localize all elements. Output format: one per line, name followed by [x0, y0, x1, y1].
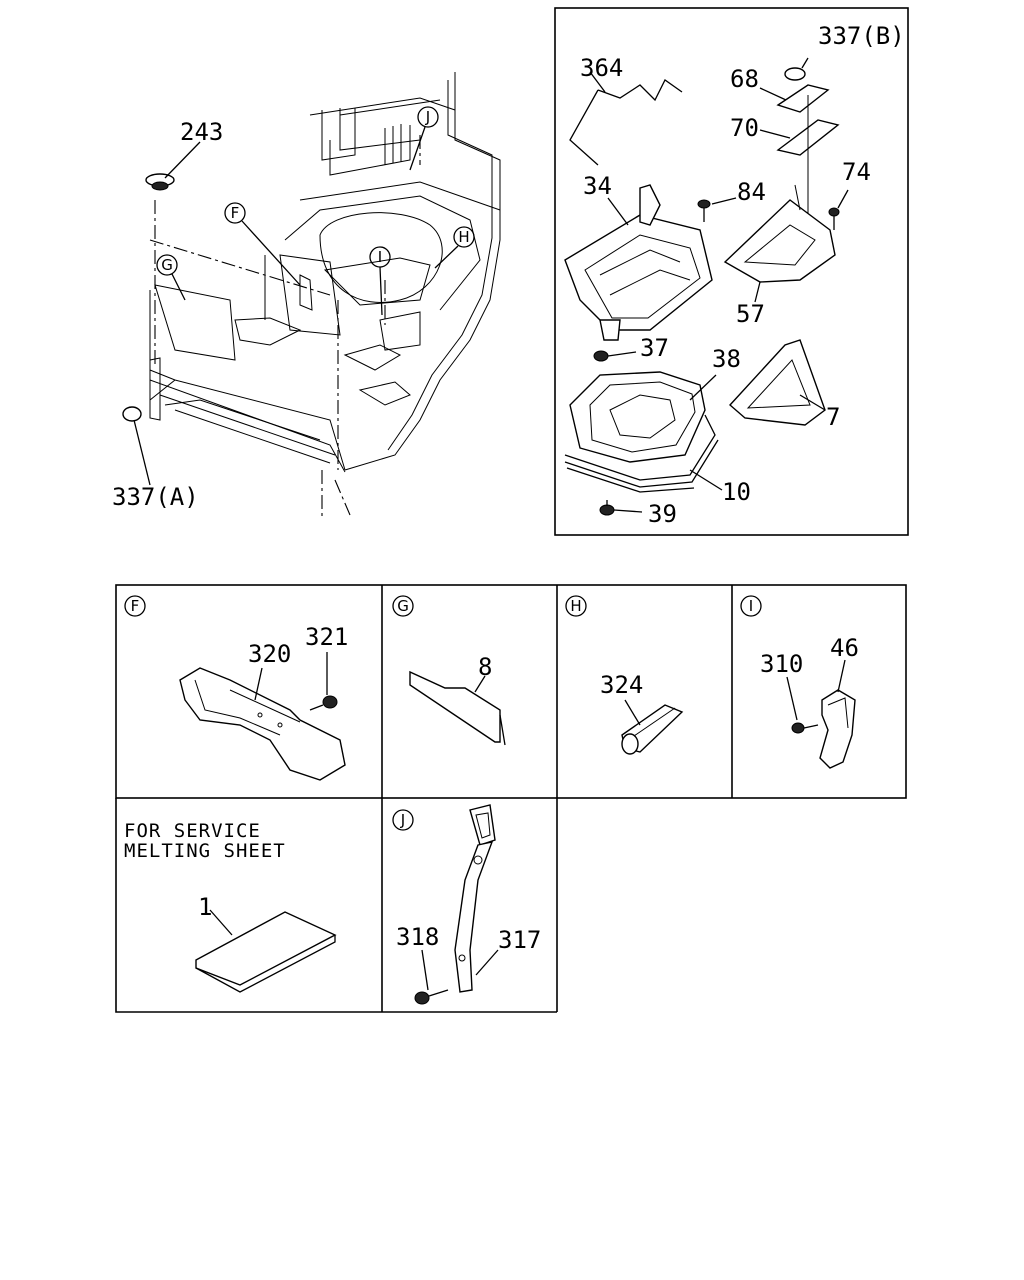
svg-text:G: G — [161, 256, 173, 274]
svg-text:F: F — [131, 597, 140, 615]
detail-f: F — [124, 595, 346, 781]
svg-text:I: I — [378, 248, 382, 266]
detail-grid — [115, 584, 907, 1013]
main-floor-view — [122, 72, 501, 520]
label-46: 46 — [830, 634, 859, 662]
label-318: 318 — [396, 923, 439, 951]
label-74: 74 — [842, 158, 871, 186]
label-321: 321 — [305, 623, 348, 651]
label-8: 8 — [478, 653, 492, 681]
svg-text:I: I — [749, 597, 753, 615]
callout-h: H — [434, 226, 475, 269]
label-10: 10 — [722, 478, 751, 506]
svg-text:G: G — [397, 597, 409, 615]
svg-text:H: H — [570, 597, 581, 615]
label-37: 37 — [640, 334, 669, 362]
label-243: 243 — [180, 118, 223, 146]
label-34: 34 — [583, 172, 612, 200]
detail-h: H — [565, 595, 684, 755]
callout-g: G — [156, 254, 186, 301]
note-line-1: FOR SERVICE — [124, 820, 261, 842]
callout-i: I — [369, 246, 391, 316]
callout-f: F — [224, 202, 301, 286]
melting-sheet — [195, 909, 337, 993]
label-38: 38 — [712, 345, 741, 373]
label-84: 84 — [737, 178, 766, 206]
label-1: 1 — [198, 893, 212, 921]
label-70: 70 — [730, 114, 759, 142]
svg-text:J: J — [400, 811, 405, 829]
label-7: 7 — [826, 403, 840, 431]
callout-j: J — [409, 106, 439, 171]
svg-text:F: F — [231, 204, 240, 222]
inset-box — [554, 7, 909, 536]
label-337a: 337(A) — [112, 483, 199, 511]
inset-parts — [564, 57, 849, 516]
label-320: 320 — [248, 640, 291, 668]
label-364: 364 — [580, 54, 623, 82]
note-line-2: MELTING SHEET — [124, 840, 286, 862]
svg-text:J: J — [425, 108, 430, 126]
label-39: 39 — [648, 500, 677, 528]
detail-g: G — [392, 595, 506, 746]
svg-text:H: H — [458, 228, 469, 246]
label-57: 57 — [736, 300, 765, 328]
label-317: 317 — [498, 926, 541, 954]
label-310: 310 — [760, 650, 803, 678]
label-324: 324 — [600, 671, 643, 699]
label-68: 68 — [730, 65, 759, 93]
label-337b: 337(B) — [818, 22, 905, 50]
detail-j: J — [392, 804, 499, 1005]
detail-i: I — [740, 595, 856, 769]
